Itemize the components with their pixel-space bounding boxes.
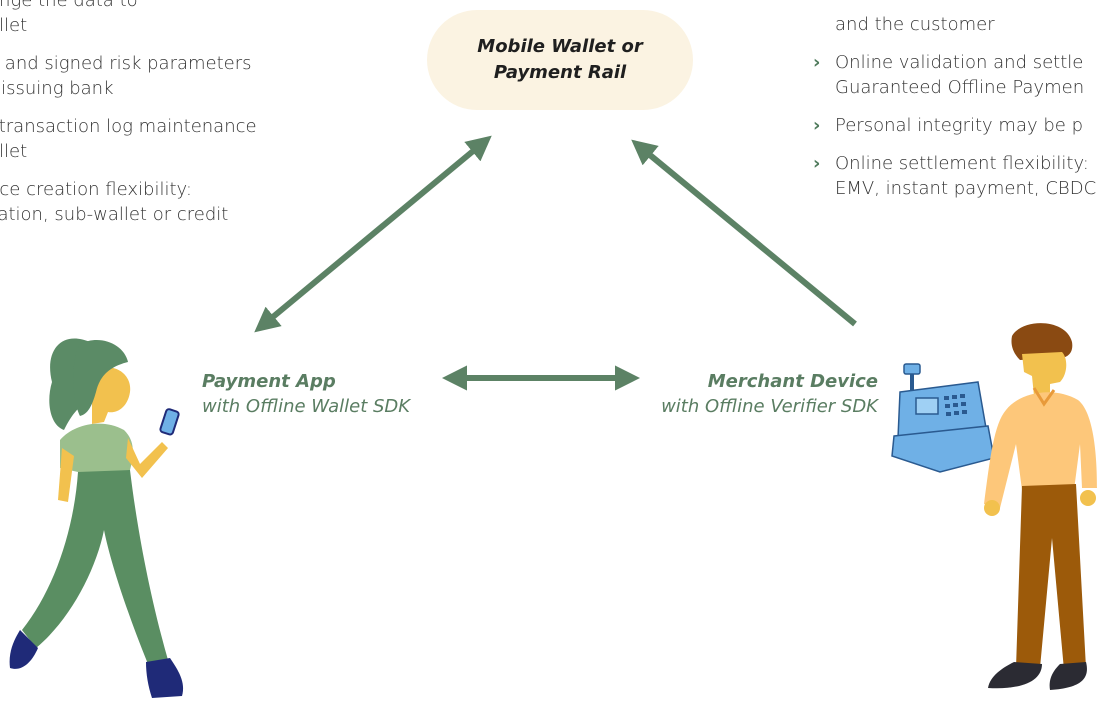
payment-app-subtitle: with Offline Wallet SDK xyxy=(202,396,411,417)
right-feature-list: x and the customer › Online validation a… xyxy=(813,0,1097,214)
hub-label-line2: Payment Rail xyxy=(493,62,627,83)
left-bullet: l transaction log maintenance allet xyxy=(0,116,257,162)
woman-illustration xyxy=(9,338,184,698)
cash-register-icon xyxy=(891,363,995,473)
right-bullet: › Online validation and settle Guarantee… xyxy=(813,52,1085,98)
right-bullet: x and the customer xyxy=(835,14,995,35)
merchant-device-label: Merchant Device with Offline Verifier SD… xyxy=(661,369,878,419)
payment-app-title: Payment App xyxy=(202,371,336,392)
right-bullet: › Personal integrity may be p xyxy=(813,115,1084,136)
chevron-right-icon: › xyxy=(813,153,821,174)
man-illustration xyxy=(984,323,1097,690)
right-bullet: › Online settlement flexibility: EMV, in… xyxy=(813,153,1097,199)
left-bullet: nce creation flexibility: zation, sub-wa… xyxy=(0,179,229,225)
chevron-right-icon: › xyxy=(813,52,821,73)
mobile-wallet-hub-node: Mobile Wallet or Payment Rail xyxy=(427,10,693,110)
merchant-device-subtitle: with Offline Verifier SDK xyxy=(661,396,878,417)
chevron-right-icon: › xyxy=(813,115,821,136)
payment-app-label: Payment App with Offline Wallet SDK xyxy=(202,369,410,419)
left-bullet: e and signed risk parameters r issuing b… xyxy=(0,53,252,99)
arrow-app-to-hub xyxy=(254,135,492,333)
left-bullet: ange the data to allet xyxy=(0,0,138,36)
merchant-device-title: Merchant Device xyxy=(707,371,878,392)
left-feature-list: ange the data to allet e and signed risk… xyxy=(0,0,308,240)
arrow-merchant-to-hub xyxy=(631,139,857,327)
hub-label-line1: Mobile Wallet or xyxy=(477,36,643,57)
